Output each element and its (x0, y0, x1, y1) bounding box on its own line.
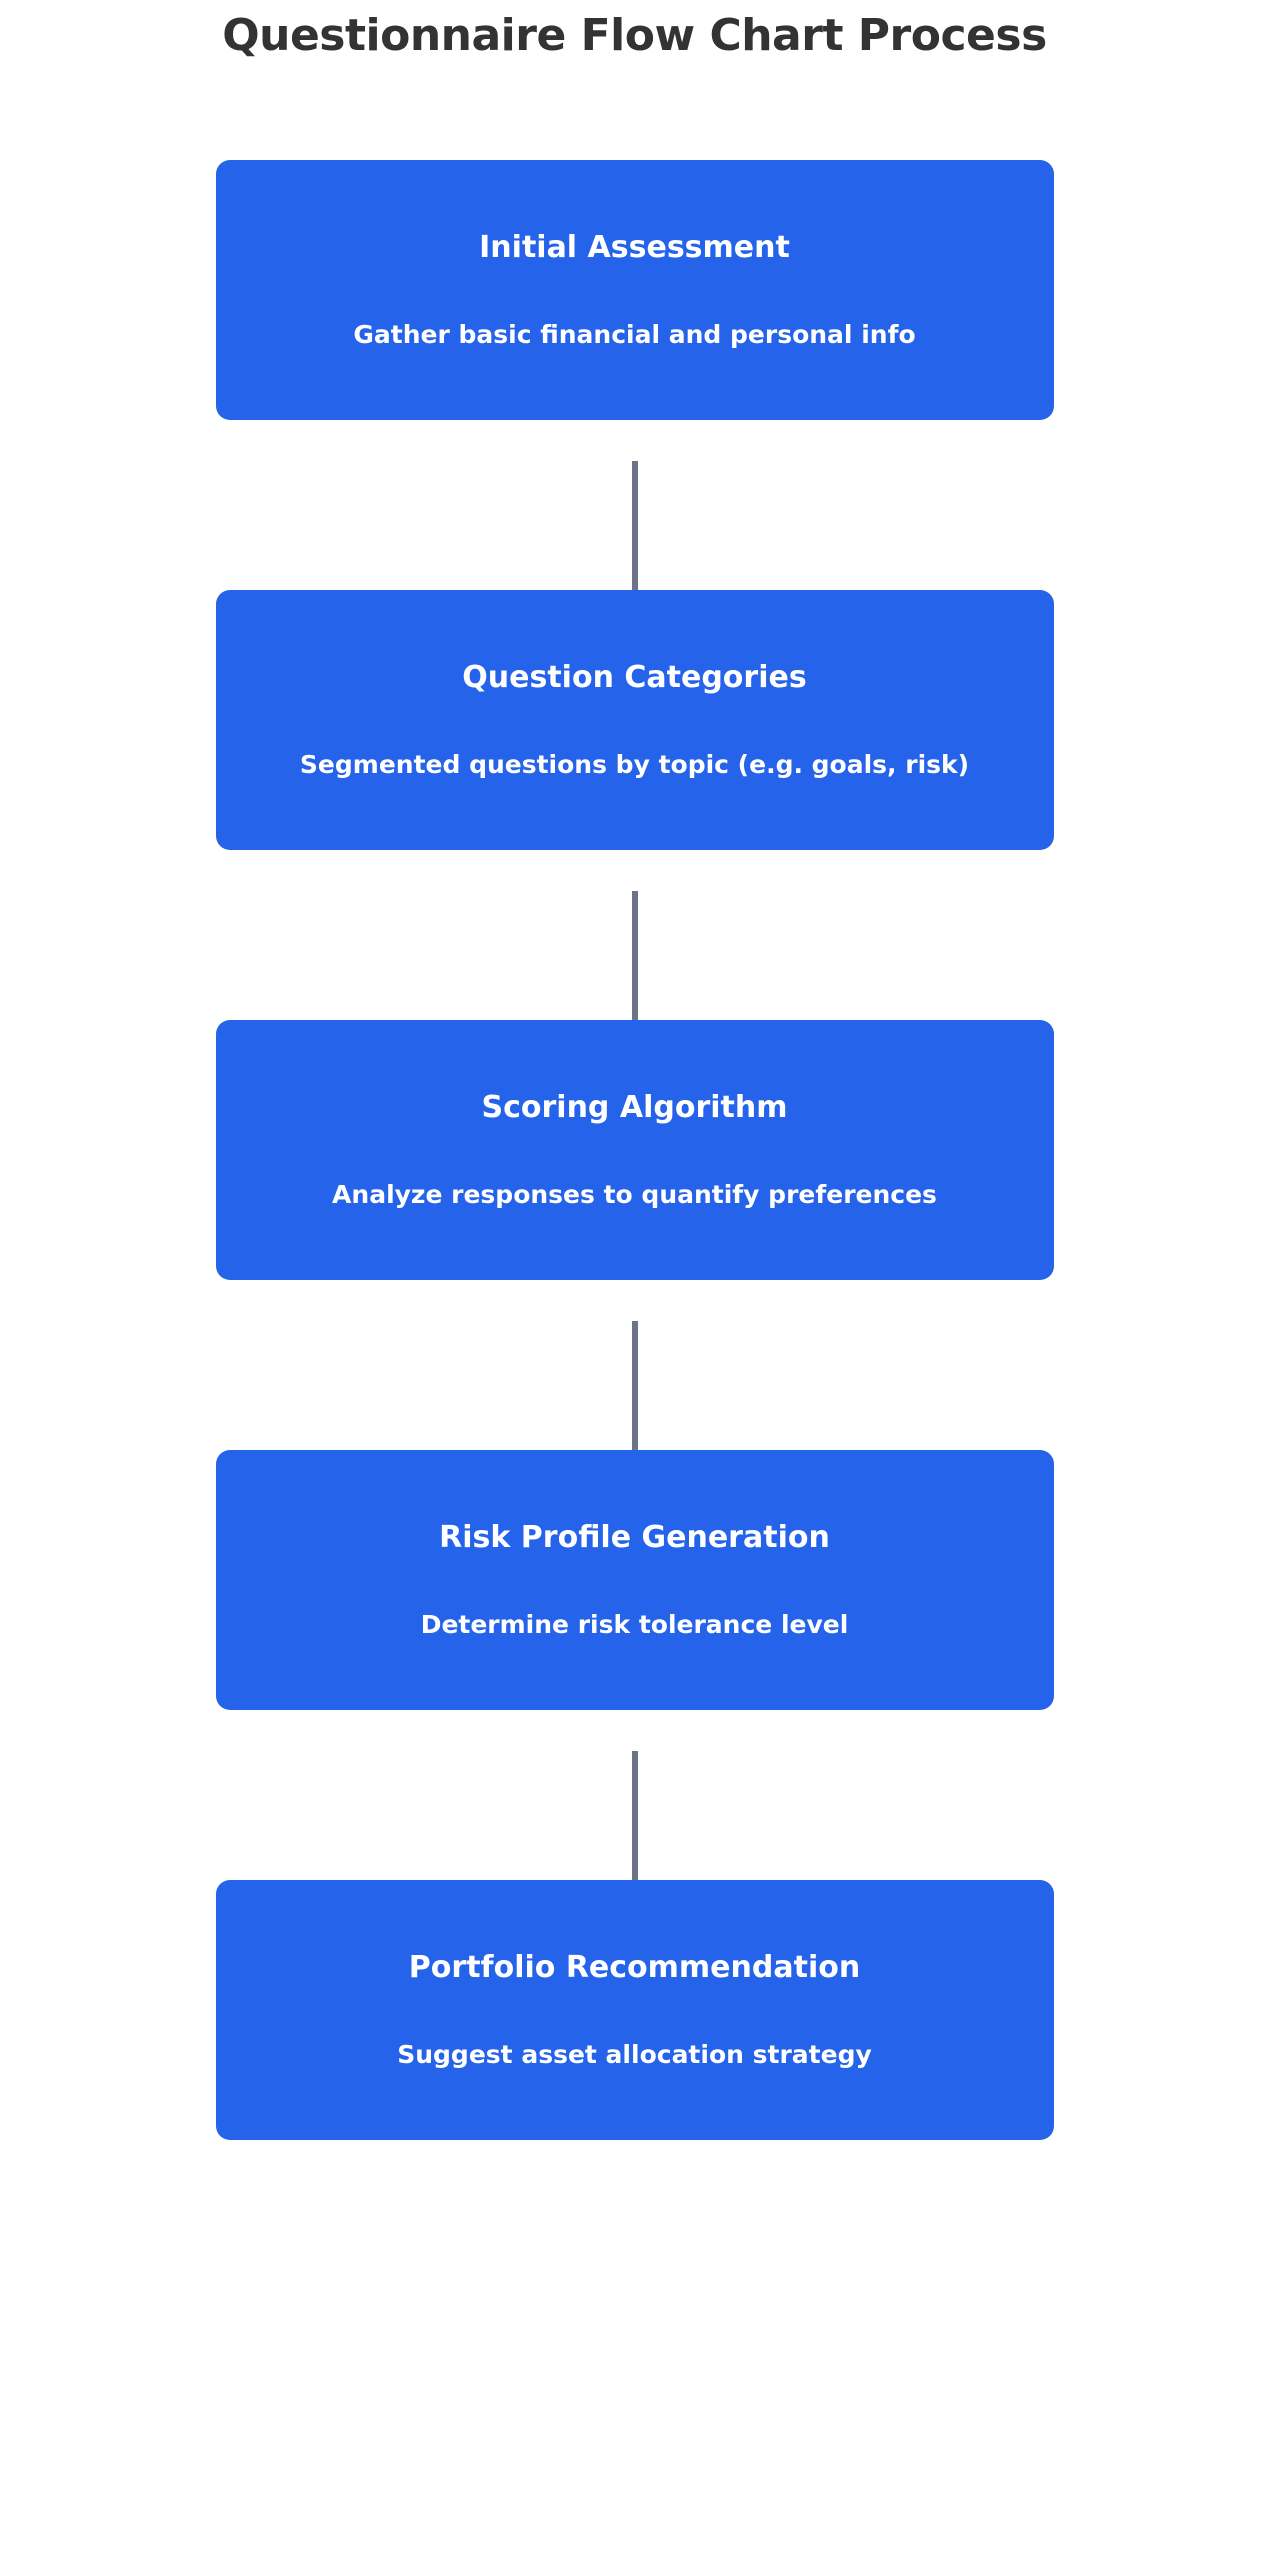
flow-node-title: Portfolio Recommendation (408, 1950, 861, 1985)
flow-connector (216, 1280, 1054, 1450)
flow-node-title: Risk Profile Generation (439, 1520, 830, 1555)
flow-connector-line (631, 1321, 638, 1450)
flow-node-description: Segmented questions by topic (e.g. goals… (299, 750, 970, 779)
flow-connector-line (631, 891, 638, 1020)
flow-connector-line (631, 1751, 638, 1880)
flow-connector (216, 850, 1054, 1020)
page-title: Questionnaire Flow Chart Process (222, 10, 1047, 61)
flow-node-description: Suggest asset allocation strategy (397, 2040, 872, 2069)
flow-connector (216, 1710, 1054, 1880)
flow-node-description: Analyze responses to quantify preference… (332, 1180, 937, 1209)
flow-node-title: Question Categories (462, 660, 807, 695)
flow-node-title: Scoring Algorithm (481, 1090, 788, 1125)
flow-node-title: Initial Assessment (479, 230, 790, 265)
flow-node-description: Gather basic financial and personal info (353, 320, 916, 349)
flow-connector (216, 420, 1054, 590)
flow-connector-line (631, 461, 638, 590)
flow-node-description: Determine risk tolerance level (420, 1610, 849, 1639)
